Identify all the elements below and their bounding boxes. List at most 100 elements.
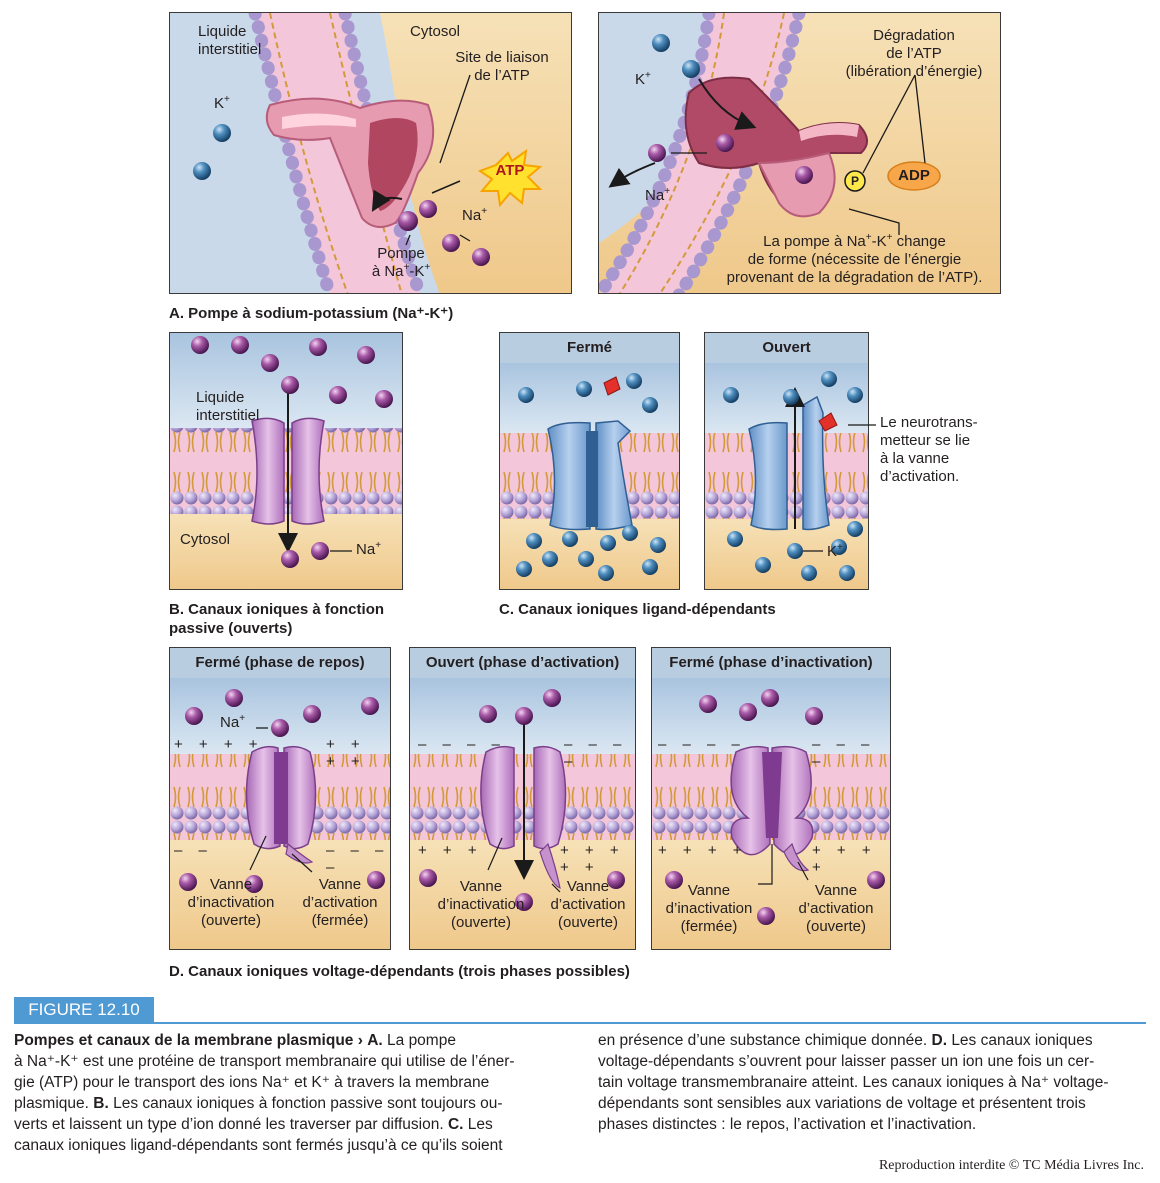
label-atp: ATP [495, 162, 525, 179]
na-ion [311, 542, 329, 560]
activation-gate [539, 842, 561, 889]
na-ion [309, 338, 327, 356]
activation-gate [285, 842, 314, 864]
channel-left [547, 421, 591, 531]
na-ion [281, 376, 299, 394]
signs-top-right: – – – – [564, 736, 628, 770]
figure-title: Pompes et canaux de la membrane plasmiqu… [14, 1032, 354, 1049]
k-ion [598, 565, 614, 581]
na-ion [607, 871, 625, 889]
figure-tag: FIGURE 12.10 [14, 997, 154, 1022]
neurotransmitter [818, 412, 838, 432]
na-ion [795, 166, 813, 184]
na-ion [515, 707, 533, 725]
figure-rule [14, 1022, 1146, 1024]
channel-left [730, 745, 771, 856]
panel-c-ouvert-drawing [705, 363, 868, 589]
k-ion [642, 397, 658, 413]
adp-blob [887, 161, 941, 191]
na-ion [367, 871, 385, 889]
panel-c-ouvert-title: Ouvert [705, 333, 868, 364]
caption-c: C. Canaux ioniques ligand-dépendants [499, 601, 776, 618]
signs-bottom-left: + + + [418, 842, 483, 859]
membrane [410, 754, 635, 840]
channel-left [245, 745, 281, 850]
signs-top-right: + + + + [326, 736, 366, 770]
k-ion [213, 124, 231, 142]
channel-right-half [291, 417, 325, 525]
caption-d: D. Canaux ioniques voltage-dépendants (t… [169, 963, 630, 980]
label-k: K+ [635, 70, 651, 89]
signs-bottom-right: + + + + + [560, 842, 625, 876]
na-ion [419, 200, 437, 218]
panel-d-repos: Fermé (phase de repos) Na+ + + + + + + +… [169, 647, 391, 950]
na-ion [303, 705, 321, 723]
signs-top-left: – – – – [658, 736, 746, 753]
na-ion [757, 907, 775, 925]
k-ion [801, 565, 817, 581]
activation-gate [783, 842, 810, 872]
k-ion [578, 551, 594, 567]
panel-c-ouvert: Ouvert K+ [704, 332, 869, 590]
label-pompe: Pompe à Na+-K+ [371, 245, 431, 280]
label-na: Na+ [462, 206, 488, 225]
k-ion [626, 373, 642, 389]
na-ion [442, 234, 460, 252]
na-ion [281, 550, 299, 568]
signs-bottom-right: – – – – [326, 842, 390, 876]
na-ion [716, 134, 734, 152]
na-ion [375, 390, 393, 408]
atp-burst [477, 148, 543, 208]
na-ion [179, 873, 197, 891]
membrane [170, 428, 402, 514]
na-ion [739, 703, 757, 721]
label-change-forme: La pompe à Na+-K+ change de forme (néces… [726, 232, 983, 287]
na-ion [543, 689, 561, 707]
na-ion [648, 144, 666, 162]
panel-d-repos-drawing [170, 678, 390, 949]
na-ion [805, 707, 823, 725]
phosphate [844, 170, 866, 192]
panel-d-inactivation-drawing [652, 678, 890, 949]
na-ion [665, 871, 683, 889]
k-ion [622, 525, 638, 541]
na-ion [479, 705, 497, 723]
panel-a-right-drawing [599, 13, 1000, 293]
na-ion [398, 211, 418, 231]
na-ion [329, 386, 347, 404]
k-ion [755, 557, 771, 573]
channel-left [748, 421, 788, 531]
k-ion [723, 387, 739, 403]
label-na: Na+ [356, 540, 382, 559]
na-ion [245, 875, 263, 893]
label-cytosol: Cytosol [410, 23, 461, 40]
k-ion [526, 533, 542, 549]
na-ion [699, 695, 717, 713]
panel-d-activation: Ouvert (phase d’activation) – – – – – – … [409, 647, 636, 950]
panel-c-ferme-title: Fermé [500, 333, 679, 364]
panel-d-inactivation: Fermé (phase d’inactivation) – – – – – –… [651, 647, 891, 950]
panel-c-ferme: Fermé [499, 332, 680, 590]
na-ion [419, 869, 437, 887]
k-ion [642, 559, 658, 575]
label-k: K+ [214, 94, 230, 113]
k-ion [600, 535, 616, 551]
signs-bottom-left: + + + + [658, 842, 748, 859]
caption-column-1: Pompes et canaux de la membrane plasmiqu… [14, 1032, 515, 1154]
na-ion [225, 689, 243, 707]
neuro-leader-line [848, 424, 876, 426]
na-ion [261, 354, 279, 372]
na-ion [185, 707, 203, 725]
panel-d-activation-drawing [410, 678, 635, 949]
